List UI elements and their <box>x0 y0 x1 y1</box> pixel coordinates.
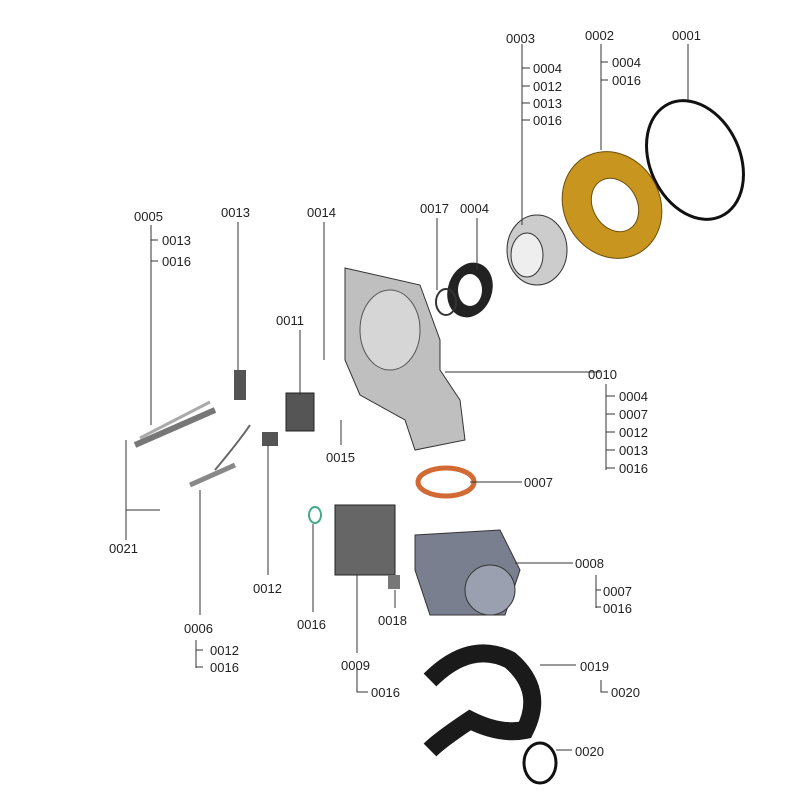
callout-0003-sub: 0004 <box>533 61 562 76</box>
fan-0008 <box>414 529 521 616</box>
callout-0021: 0021 <box>109 541 138 556</box>
callout-0009: 0009 <box>341 658 370 673</box>
callout-0004: 0004 <box>460 201 489 216</box>
ignition-unit-0011 <box>285 392 315 432</box>
electrode-0005 <box>133 400 217 448</box>
callout-0009-sub: 0016 <box>371 685 400 700</box>
callout-0011: 0011 <box>276 313 304 328</box>
gasket-0004 <box>447 262 493 318</box>
callout-0008-sub: 0007 <box>603 584 632 599</box>
seal-ring-0020 <box>522 741 558 785</box>
seal-ring-0001 <box>645 99 745 221</box>
callout-0006-sub: 0012 <box>210 643 239 658</box>
callout-0002-sub: 0016 <box>612 73 641 88</box>
callout-0005-sub: 0016 <box>162 254 191 269</box>
callout-0015: 0015 <box>326 450 355 465</box>
callout-0007: 0007 <box>524 475 553 490</box>
callout-0001: 0001 <box>672 28 701 43</box>
callout-0010-sub: 0012 <box>619 425 648 440</box>
gas-valve-0009 <box>334 504 396 576</box>
callout-0008: 0008 <box>575 556 604 571</box>
callout-0010-sub: 0013 <box>619 443 648 458</box>
callout-0010: 0010 <box>588 367 617 382</box>
callout-0006: 0006 <box>184 621 213 636</box>
gasket-0013 <box>234 370 246 400</box>
ring-0017 <box>435 288 457 316</box>
callout-0013: 0013 <box>221 205 250 220</box>
callout-0017: 0017 <box>420 201 449 216</box>
callout-0020: 0020 <box>575 744 604 759</box>
callout-0005-sub: 0013 <box>162 233 191 248</box>
leader-lines <box>125 44 689 751</box>
burner-0003 <box>506 214 568 286</box>
callout-0002-sub: 0004 <box>612 55 641 70</box>
callout-0014: 0014 <box>307 205 336 220</box>
callout-0010-sub: 0016 <box>619 461 648 476</box>
o-ring-0016 <box>308 506 322 524</box>
callout-0003-sub: 0013 <box>533 96 562 111</box>
callout-0019: 0019 <box>580 659 609 674</box>
gasket-0012 <box>262 432 278 446</box>
callout-0008-sub: 0016 <box>603 601 632 616</box>
callout-0016: 0016 <box>297 617 326 632</box>
fan-housing-0010 <box>344 267 466 451</box>
gasket-0007 <box>415 465 477 499</box>
callout-0003: 0003 <box>506 31 535 46</box>
callout-0010-sub: 0007 <box>619 407 648 422</box>
callout-0006-sub: 0016 <box>210 660 239 675</box>
callout-0005: 0005 <box>134 209 163 224</box>
callout-0018: 0018 <box>378 613 407 628</box>
insulation-0002 <box>561 151 663 259</box>
sensor-0018 <box>388 575 400 589</box>
electrode-0006 <box>188 424 251 488</box>
callout-0003-sub: 0012 <box>533 79 562 94</box>
callout-0002: 0002 <box>585 28 614 43</box>
callout-0010-sub: 0004 <box>619 389 648 404</box>
callout-0003-sub: 0016 <box>533 113 562 128</box>
air-hose-0019 <box>423 644 542 757</box>
callout-0019-sub: 0020 <box>611 685 640 700</box>
callout-0012: 0012 <box>253 581 282 596</box>
